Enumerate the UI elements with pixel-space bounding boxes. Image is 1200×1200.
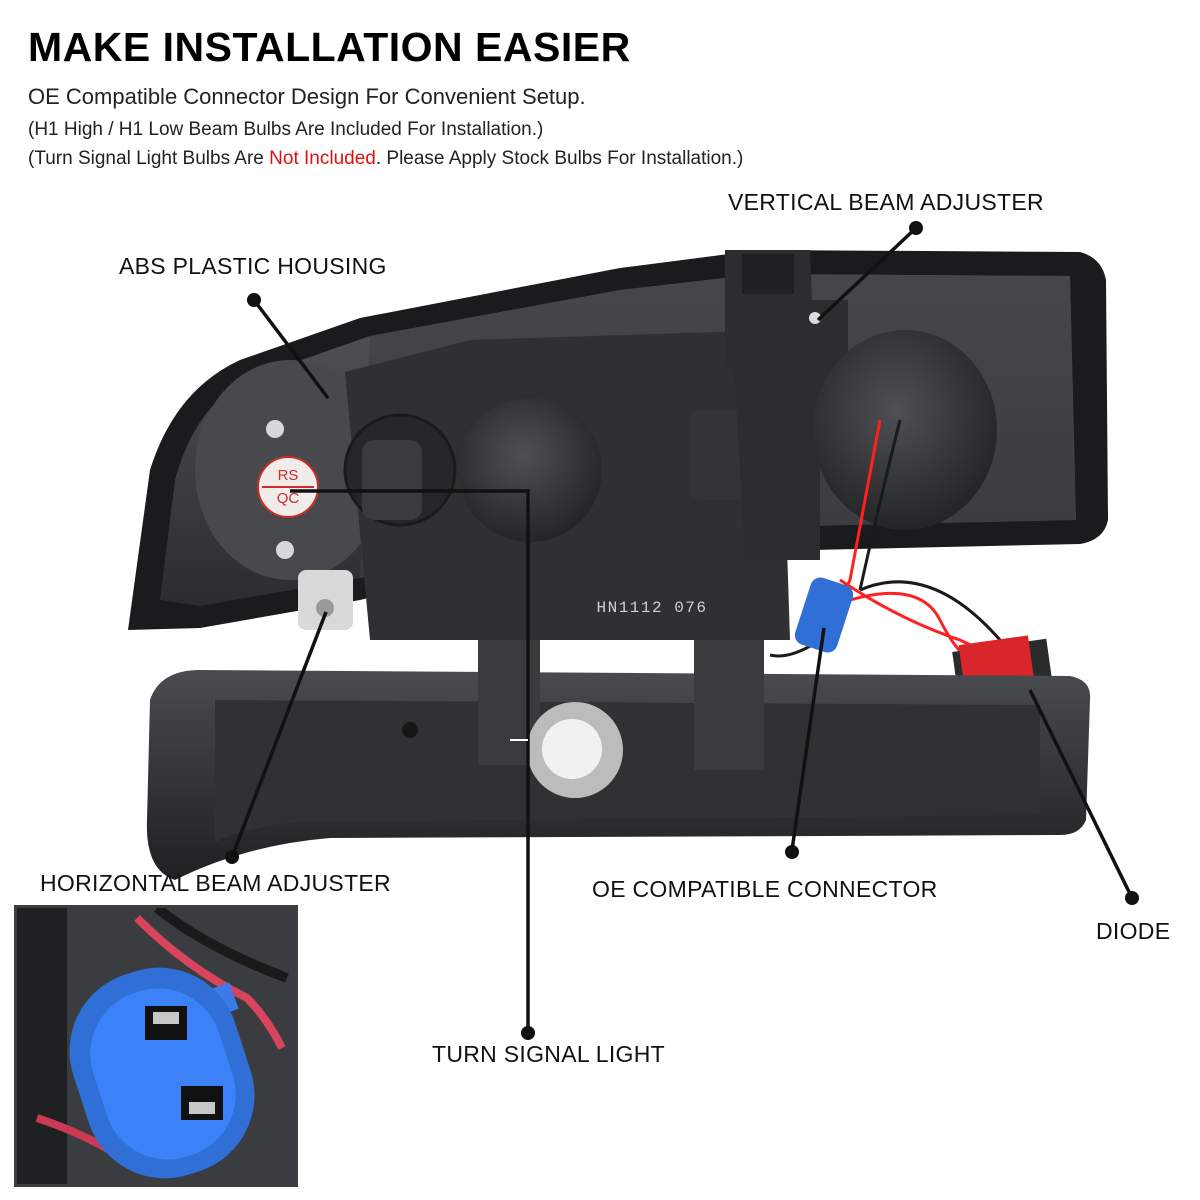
- diode-leader: [1028, 689, 1134, 899]
- right-bulb-cover: [813, 330, 997, 530]
- housing-dot-icon: [247, 293, 261, 307]
- low-beam-socket: [458, 398, 602, 542]
- turn-signal-note-start: (Turn Signal Light Bulbs Are: [28, 148, 270, 169]
- qc-sticker-bottom-text: QC: [277, 490, 300, 507]
- oe-connector: [794, 577, 854, 653]
- housing-leader: [252, 298, 330, 400]
- diode-dot-icon: [1125, 891, 1139, 905]
- callout-dots: [225, 221, 1139, 1040]
- connector-closeup-image: [17, 908, 295, 1184]
- headline: MAKE INSTALLATION EASIER: [28, 24, 631, 70]
- label-oe-compatible-connector: OE COMPATIBLE CONNECTOR: [592, 876, 938, 902]
- vertical-adjuster-bracket: [725, 250, 848, 560]
- horizontal-adjuster-dot-icon: [225, 850, 239, 864]
- bulb-note: (H1 High / H1 Low Beam Bulbs Are Include…: [28, 119, 544, 140]
- not-included-highlight: Not Included: [269, 148, 376, 169]
- connector-dot-icon: [785, 845, 799, 859]
- rear-plate: HN1112 076: [343, 330, 790, 640]
- subtitle: OE Compatible Connector Design For Conve…: [28, 84, 586, 109]
- leader-lines: [230, 226, 1134, 1033]
- bumper-lamp: [146, 640, 1091, 880]
- turn-signal-note-end: . Please Apply Stock Bulbs For Installat…: [375, 148, 744, 169]
- vertical-adjuster-leader: [816, 226, 918, 322]
- connector-closeup-inset: [14, 905, 298, 1187]
- housing-screw-top: [266, 420, 284, 438]
- label-diode: DIODE: [1096, 918, 1171, 944]
- horizontal-adjuster-leader: [230, 611, 328, 858]
- label-vertical-beam-adjuster: VERTICAL BEAM ADJUSTER: [728, 189, 1044, 215]
- connector-leader: [790, 627, 826, 851]
- vertical-adjuster-dot-icon: [909, 221, 923, 235]
- housing-screw-bottom: [276, 541, 294, 559]
- turn-signal-dot-icon: [521, 1026, 535, 1040]
- qc-sticker: RS QC: [257, 456, 319, 518]
- horizontal-adjuster-knob: [298, 570, 353, 630]
- label-turn-signal-light: TURN SIGNAL LIGHT: [432, 1041, 665, 1067]
- label-horizontal-beam-adjuster: HORIZONTAL BEAM ADJUSTER: [40, 870, 391, 896]
- turn-signal-leader: [290, 489, 530, 1033]
- label-abs-plastic-housing: ABS PLASTIC HOUSING: [119, 253, 387, 279]
- turn-signal-note: (Turn Signal Light Bulbs Are Not Include…: [28, 148, 743, 170]
- part-number-stamp: HN1112 076: [596, 599, 707, 617]
- qc-sticker-top-text: RS: [278, 467, 299, 484]
